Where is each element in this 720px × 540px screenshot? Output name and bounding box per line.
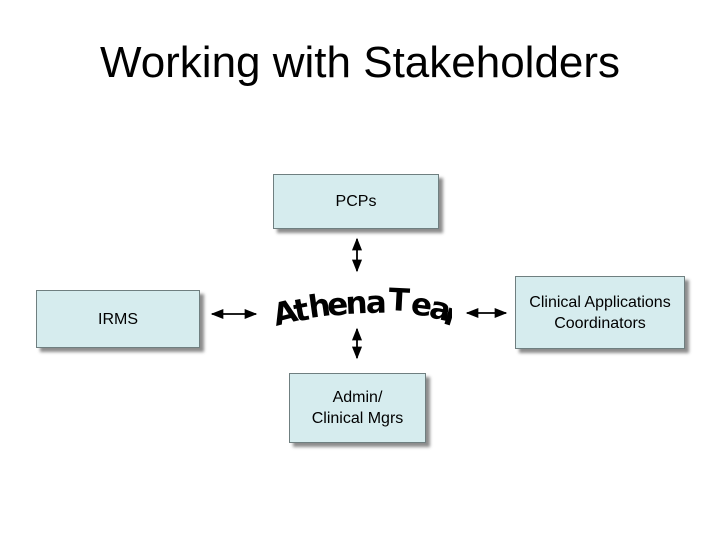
athena-team-letter: t	[291, 292, 313, 330]
admin-clinical-mgrs-label: Admin/ Clinical Mgrs	[311, 389, 404, 427]
irms-box: IRMS	[36, 290, 200, 348]
athena-team-letter: n	[345, 285, 369, 322]
athena-team-letter: e	[409, 286, 434, 324]
clinical-applications-coordinators-label: Clinical Applications Coordinators	[529, 293, 671, 332]
athena-team-letter: T	[388, 283, 411, 319]
pcps-box: PCPs	[273, 174, 439, 229]
athena-team-letter: e	[326, 286, 350, 324]
clinical-applications-coordinators-box: Clinical Applications Coordinators	[515, 276, 685, 349]
irms-label: IRMS	[98, 310, 138, 328]
athena-team-letter: a	[366, 285, 388, 321]
slide-title: Working with Stakeholders	[99, 38, 621, 87]
pcps-label: PCPs	[335, 193, 377, 210]
athena-team-letter: h	[306, 287, 333, 326]
admin-clinical-mgrs-box: Admin/ Clinical Mgrs	[289, 373, 426, 443]
